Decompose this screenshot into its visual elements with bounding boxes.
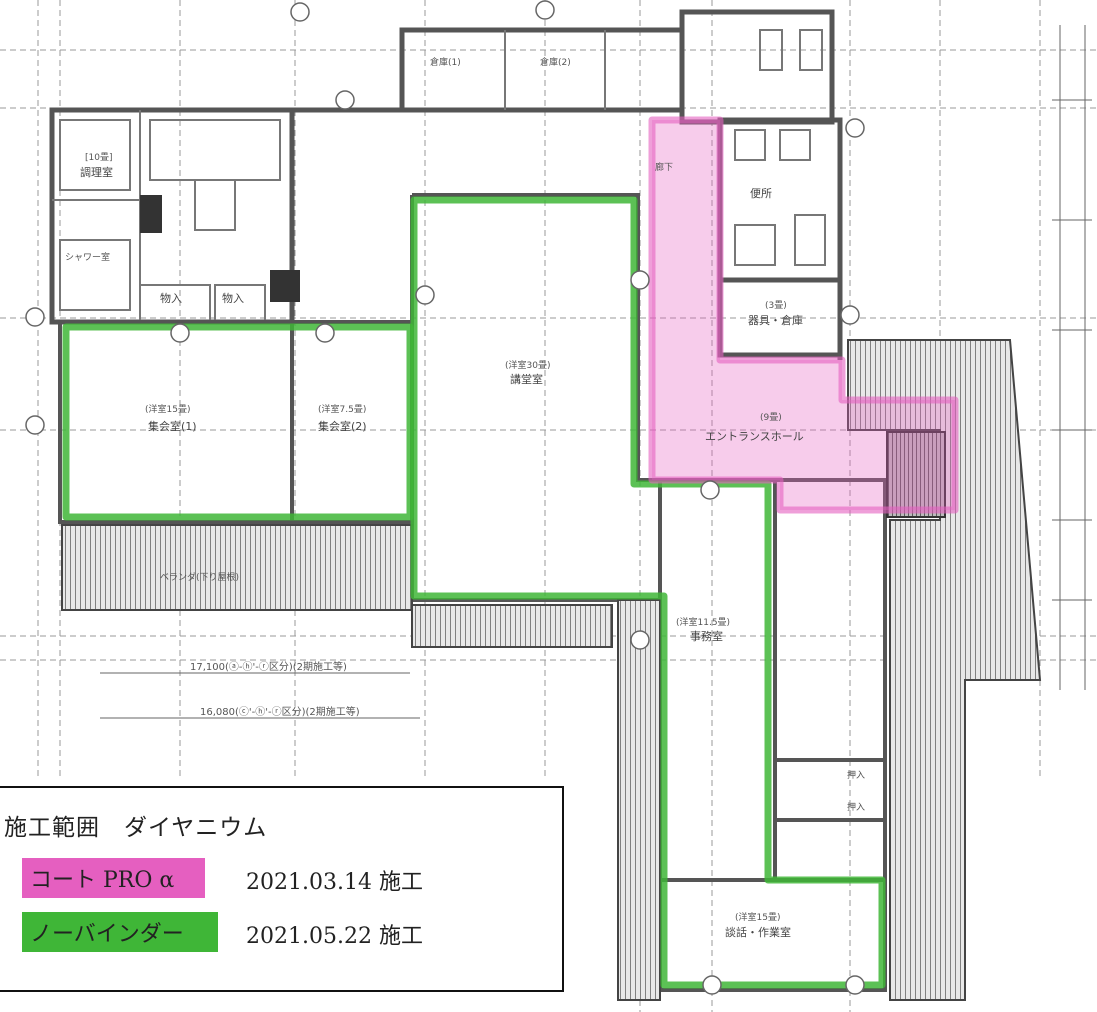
entrance-size-label: (9畳) bbox=[760, 412, 782, 423]
dimension-label-1: 17,100(ⓐ-ⓗ'-ⓡ区分)(2期施工等) bbox=[190, 660, 347, 673]
pink-coating-area bbox=[648, 116, 959, 514]
storage2-label: 物入 bbox=[222, 291, 244, 305]
kitchen-label: 調理室 bbox=[80, 165, 113, 179]
hall-walls bbox=[410, 193, 662, 602]
veranda-right-column bbox=[617, 599, 661, 1001]
shower-label: シャワー室 bbox=[65, 251, 110, 263]
storeroom1-label: 倉庫(1) bbox=[430, 56, 461, 68]
storage4-label: 押入 bbox=[847, 801, 865, 813]
office-size-label: (洋室11.5畳) bbox=[676, 616, 730, 628]
corridor-label: 廊下 bbox=[655, 161, 673, 173]
dimension-lines-right bbox=[1052, 25, 1092, 690]
left-wing-walls bbox=[49, 107, 415, 325]
hall-size-label: (洋室30畳) bbox=[505, 359, 550, 371]
legend-row-pink: コート PRO α bbox=[22, 858, 205, 898]
tools-label: 器具・倉庫 bbox=[748, 313, 803, 327]
storage1-label: 物入 bbox=[160, 291, 182, 305]
room-labels: [10畳] 調理室 物入 物入 シャワー室 (洋室15畳) 集会室(1) (洋室… bbox=[65, 56, 865, 939]
tools-size-label: (3畳) bbox=[765, 300, 787, 311]
veranda-label: ベランダ(下り屋根) bbox=[160, 571, 239, 583]
legend-swatch-green: ノーバインダー bbox=[22, 912, 218, 952]
top-annex bbox=[399, 9, 835, 125]
dimension-labels: 17,100(ⓐ-ⓗ'-ⓡ区分)(2期施工等) 16,080(ⓒ'-ⓗ'-ⓡ区分… bbox=[100, 660, 420, 719]
meeting1-size-label: (洋室15畳) bbox=[145, 403, 190, 415]
dimension-label-2: 16,080(ⓒ'-ⓗ'-ⓡ区分)(2期施工等) bbox=[200, 705, 360, 718]
lounge-size-label: (洋室15畳) bbox=[735, 911, 780, 923]
storeroom2-label: 倉庫(2) bbox=[540, 56, 571, 68]
office-label: 事務室 bbox=[690, 629, 723, 643]
legend-title: 施工範囲 ダイヤニウム bbox=[4, 815, 268, 841]
grid-bubbles bbox=[25, 0, 865, 995]
legend-box: 施工範囲 ダイヤニウム コート PRO α 2021.03.14 施工 ノーバイ… bbox=[0, 786, 564, 992]
veranda-east bbox=[847, 339, 1042, 1001]
legend-date-green: 2021.05.22 施工 bbox=[246, 924, 423, 949]
green-coating-area bbox=[62, 196, 886, 989]
meeting1-label: 集会室(1) bbox=[148, 419, 197, 433]
meeting2-label: 集会室(2) bbox=[318, 419, 367, 433]
meeting2-size-label: (洋室7.5畳) bbox=[318, 403, 366, 415]
veranda-bottom bbox=[411, 604, 613, 648]
legend-date-pink: 2021.03.14 施工 bbox=[246, 870, 423, 895]
wc-label: 便所 bbox=[750, 187, 772, 200]
storage3-label: 押入 bbox=[847, 769, 865, 781]
lounge-label: 談話・作業室 bbox=[725, 925, 791, 939]
entrance-porch bbox=[886, 431, 946, 518]
legend-swatch-pink: コート PRO α bbox=[22, 858, 205, 898]
veranda-left bbox=[61, 524, 413, 611]
hall-label: 講堂室 bbox=[510, 372, 543, 386]
kitchen-size-label: [10畳] bbox=[85, 152, 112, 163]
legend-row-green: ノーバインダー bbox=[22, 912, 218, 952]
entrance-label: エントランスホール bbox=[705, 430, 804, 443]
